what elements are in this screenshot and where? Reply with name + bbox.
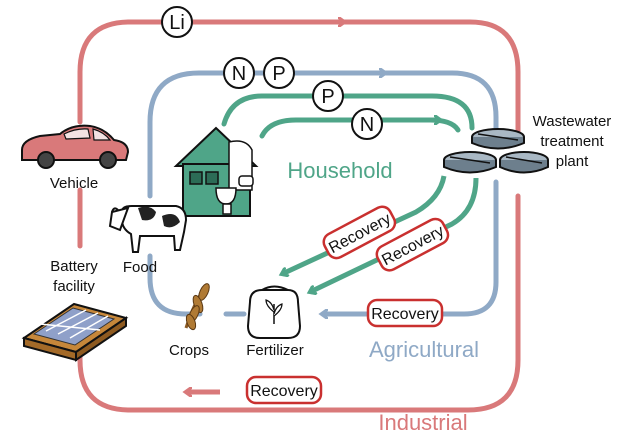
household-loop	[221, 96, 479, 292]
car-icon	[21, 124, 130, 169]
phosphorus-label: P	[272, 63, 285, 85]
wwtp-label-line1: Wastewater	[533, 113, 612, 130]
recovery-box-agricultural: Recovery	[366, 298, 444, 328]
cow-icon	[108, 205, 188, 253]
fertilizer-sack-icon	[246, 285, 302, 339]
wheat-icon	[184, 283, 210, 331]
food-label: Food	[123, 259, 157, 276]
lithium-label: Li	[169, 12, 185, 34]
lithium-element: Li	[161, 6, 193, 38]
phosphorus-element-household: P	[312, 80, 344, 112]
agricultural-loop	[147, 73, 499, 314]
phosphorus-label-2: P	[321, 86, 334, 108]
toilet-icon	[238, 175, 254, 187]
wwtp-label-line3: plant	[556, 153, 589, 170]
recovery-label: Recovery	[371, 306, 439, 323]
wwtp-label-line2: treatment	[540, 133, 604, 150]
household-loop-label: Household	[287, 158, 392, 183]
nitrogen-element-agri: N	[223, 57, 255, 89]
fertilizer-label: Fertilizer	[246, 342, 304, 359]
house-icon	[173, 126, 259, 217]
wastewater-plant-icon	[443, 128, 549, 174]
battery-label-line2: facility	[53, 278, 95, 295]
agricultural-loop-label: Agricultural	[369, 337, 479, 362]
nitrogen-element-household: N	[351, 108, 383, 140]
recovery-box-industrial: Recovery	[245, 375, 323, 405]
phosphorus-element-agri: P	[263, 57, 295, 89]
crops-label: Crops	[169, 342, 209, 359]
vehicle-label: Vehicle	[50, 175, 98, 192]
nitrogen-label: N	[232, 63, 246, 85]
nitrogen-label-2: N	[360, 114, 374, 136]
industrial-loop-label: Industrial	[378, 410, 467, 435]
battery-label-line1: Battery	[50, 258, 98, 275]
battery-facility-icon	[21, 302, 129, 362]
industrial-loop	[77, 22, 521, 413]
recovery-label: Recovery	[250, 383, 318, 400]
